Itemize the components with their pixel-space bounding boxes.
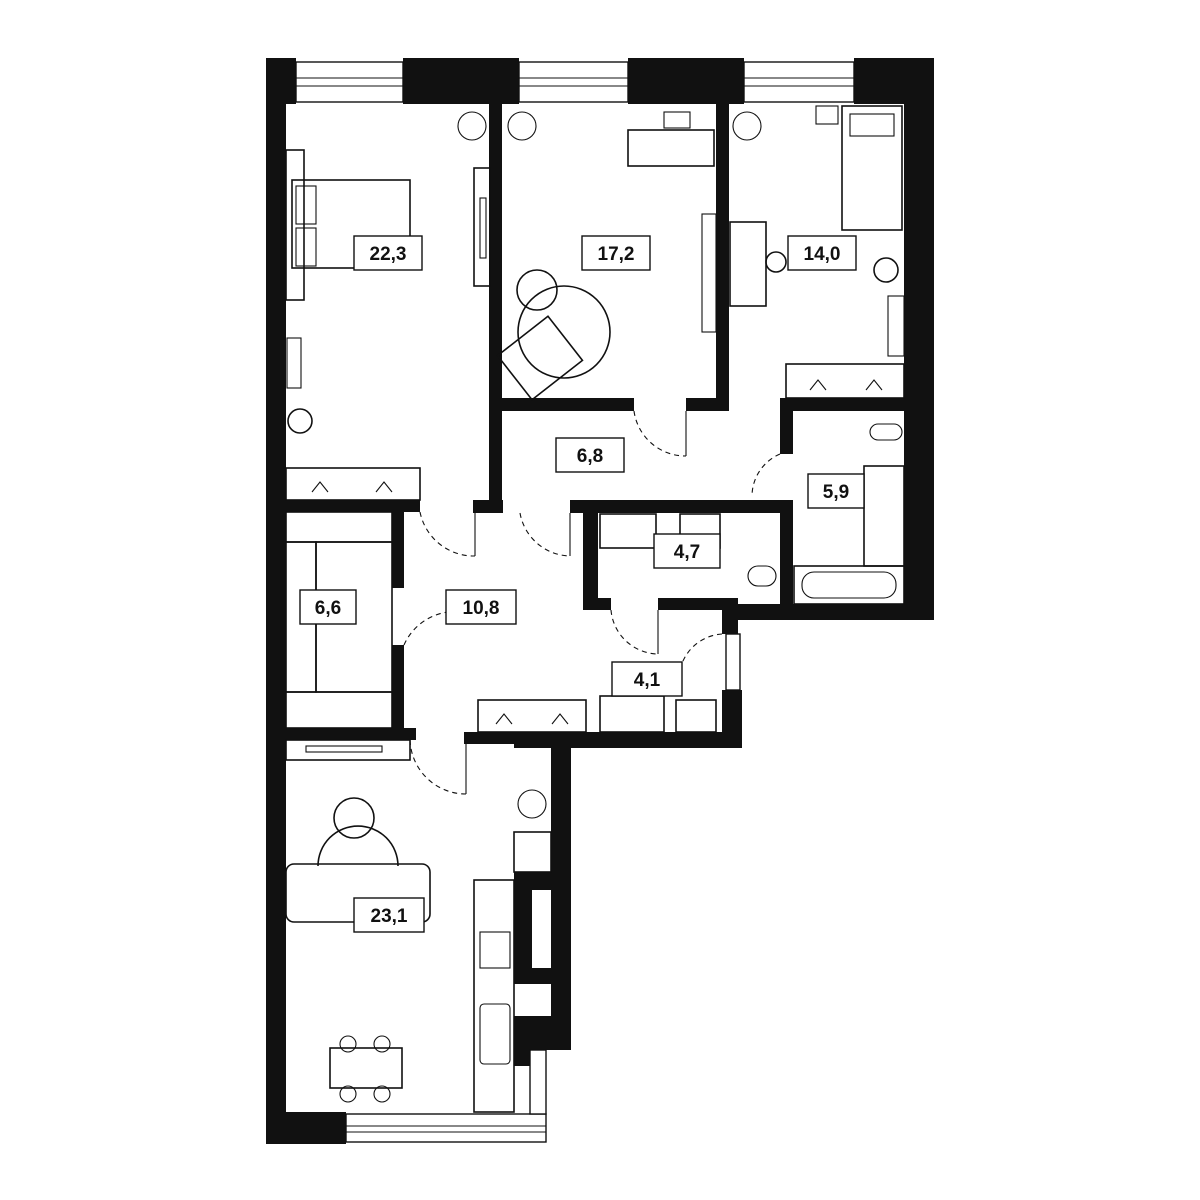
area-value: 6,8	[577, 446, 603, 467]
area-value: 17,2	[598, 244, 635, 265]
room-label-laundry: 4,1	[611, 661, 683, 697]
room-label-hall: 10,8	[445, 589, 517, 625]
room-label-bedroom-1: 22,3	[353, 235, 423, 271]
room-labels: 22,3 17,2 14,0 6,8 5,9 4,7 6,6 10,8	[299, 235, 865, 933]
windows	[295, 61, 855, 1143]
room-label-bedroom-2: 17,2	[581, 235, 651, 271]
area-value: 14,0	[804, 244, 841, 265]
furniture	[285, 105, 905, 1113]
room-label-dressing-room: 6,6	[299, 589, 357, 625]
room-label-bathroom-2: 4,7	[653, 533, 721, 569]
walls	[266, 58, 934, 1144]
area-value: 5,9	[823, 482, 849, 503]
room-label-corridor: 6,8	[555, 437, 625, 473]
area-value: 22,3	[370, 244, 407, 265]
area-value: 10,8	[463, 598, 500, 619]
room-label-kitchen-living: 23,1	[353, 897, 425, 933]
room-label-bathroom-1: 5,9	[807, 473, 865, 509]
area-value: 6,6	[315, 598, 341, 619]
room-label-bedroom-3: 14,0	[787, 235, 857, 271]
area-value: 4,7	[674, 542, 700, 563]
area-value: 4,1	[634, 670, 661, 691]
door-swings	[403, 410, 781, 795]
area-value: 23,1	[371, 906, 408, 927]
